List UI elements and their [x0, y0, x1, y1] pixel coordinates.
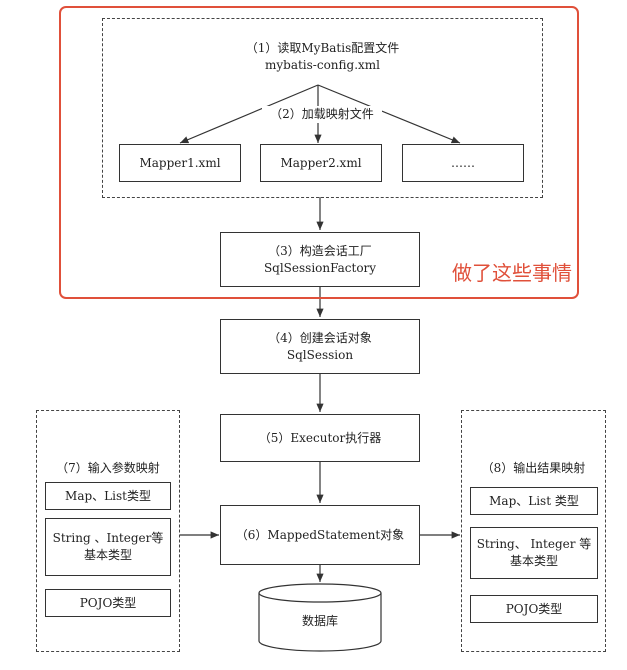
input-string-integer-box: String 、Integer等 基本类型 — [45, 518, 171, 576]
session-box: （4）创建会话对象 SqlSession — [220, 319, 420, 374]
mapper1-label: Mapper1.xml — [139, 155, 221, 170]
mapper1-box: Mapper1.xml — [119, 144, 241, 182]
mapped-statement-label: （6）MappedStatement对象 — [235, 527, 405, 542]
arrow-to-mapper3 — [317, 84, 461, 144]
load-mappers-label: （2）加载映射文件 — [262, 106, 382, 123]
output-map-list-box: Map、List 类型 — [470, 487, 598, 515]
output-string-integer-box: String、 Integer 等 基本类型 — [470, 527, 598, 579]
factory-name: SqlSessionFactory — [263, 260, 377, 275]
output-mapping-region — [461, 410, 606, 652]
output-map-list-label: Map、List 类型 — [489, 493, 579, 508]
session-name: SqlSession — [286, 347, 354, 362]
executor-label: （5）Executor执行器 — [258, 430, 382, 445]
factory-step: （3）构造会话工厂 — [268, 243, 372, 258]
config-region — [102, 18, 543, 198]
input-mapping-title: （7）输入参数映射 — [56, 461, 160, 475]
output-basic-type-label: 基本类型 — [509, 554, 558, 568]
config-step-label: （1）读取MyBatis配置文件 mybatis-config.xml — [102, 40, 543, 74]
output-pojo-label: POJO类型 — [505, 601, 563, 616]
input-mapping-region — [36, 410, 180, 652]
annotation-note: 做了这些事情 — [452, 261, 572, 285]
output-mapping-title: （8）输出结果映射 — [481, 461, 586, 475]
input-string-integer-label: String 、Integer等 — [52, 531, 164, 545]
mapper-more-box: …… — [402, 144, 524, 182]
config-step-text: （1）读取MyBatis配置文件 — [245, 41, 400, 55]
input-map-list-box: Map、List类型 — [45, 482, 171, 510]
highlight-frame — [59, 6, 579, 299]
executor-box: （5）Executor执行器 — [220, 414, 420, 462]
input-pojo-label: POJO类型 — [79, 595, 137, 610]
output-string-integer-label: String、 Integer 等 — [476, 537, 592, 551]
mapper-more-label: …… — [451, 155, 475, 170]
input-pojo-box: POJO类型 — [45, 589, 171, 617]
input-basic-type-label: 基本类型 — [83, 548, 132, 562]
mapper2-box: Mapper2.xml — [260, 144, 382, 182]
arrow-to-mapper1 — [179, 84, 319, 144]
mapped-statement-box: （6）MappedStatement对象 — [220, 505, 420, 565]
config-file-name: mybatis-config.xml — [264, 58, 381, 72]
factory-box: （3）构造会话工厂 SqlSessionFactory — [220, 232, 420, 287]
input-map-list-label: Map、List类型 — [65, 488, 151, 503]
database-cylinder-icon — [258, 583, 382, 652]
session-step: （4）创建会话对象 — [268, 330, 372, 345]
mapper2-label: Mapper2.xml — [280, 155, 362, 170]
output-pojo-box: POJO类型 — [470, 595, 598, 623]
database-label: 数据库 — [301, 614, 338, 628]
